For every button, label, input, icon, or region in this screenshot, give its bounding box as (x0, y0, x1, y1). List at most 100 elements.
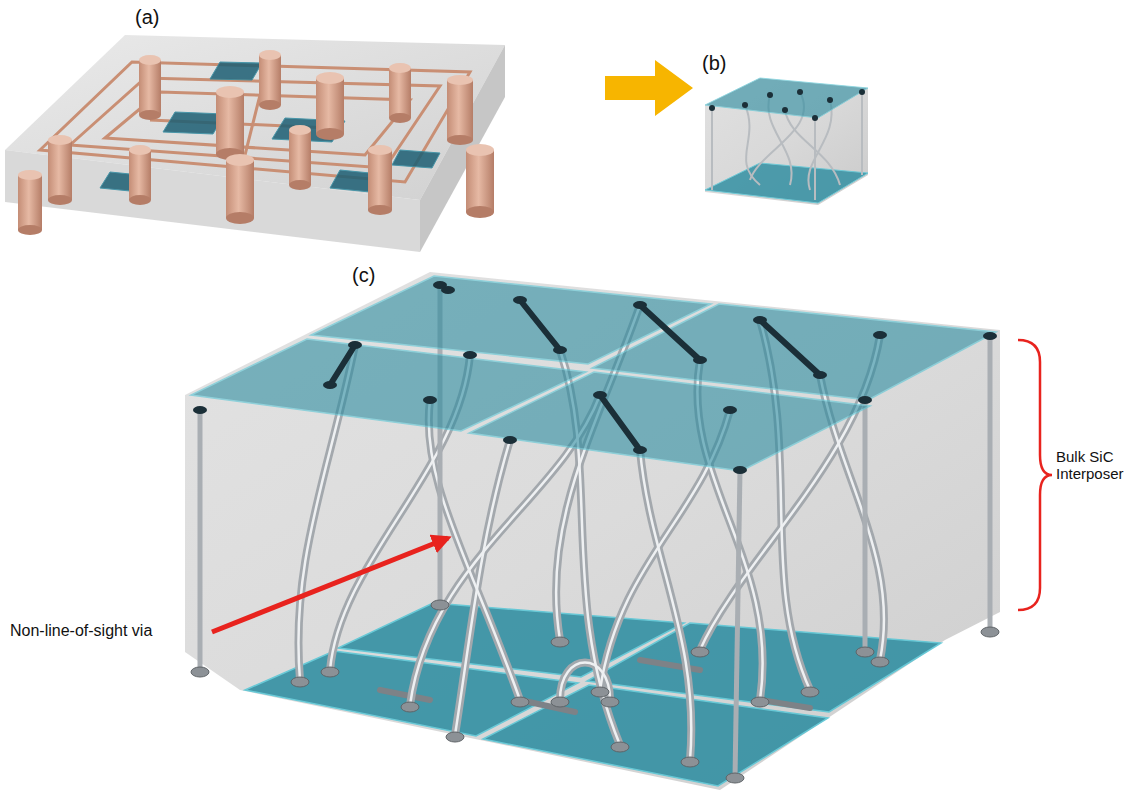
copper-pillar (389, 113, 411, 123)
copper-trace (70, 78, 440, 168)
bottom-plate (483, 685, 828, 786)
panel-label: (b) (702, 52, 726, 75)
bottom-pad (191, 667, 209, 677)
top-trace (330, 300, 820, 450)
copper-pillar (226, 160, 254, 218)
interposer-cube-b (705, 78, 868, 118)
top-trace (760, 320, 820, 375)
bottom-pad (446, 732, 464, 742)
copper-pillar (226, 154, 254, 166)
callout-label: Non-line-of-sight via (8, 622, 154, 640)
copper-pillar (139, 55, 161, 120)
copper-pillar (389, 68, 411, 118)
panel-label: (a) (135, 6, 159, 29)
copper-pillar (129, 195, 151, 205)
copper-pillar (289, 125, 311, 135)
interposer-cube-b (767, 92, 773, 98)
interposer-cube-b (705, 78, 868, 205)
top-pad (873, 331, 887, 339)
top-pad (423, 396, 437, 404)
copper-pillar (289, 130, 311, 185)
top-pad (813, 371, 827, 379)
sic-bulk (185, 272, 1000, 790)
copper-pillar (139, 60, 161, 115)
interposer-cube-b (709, 105, 715, 111)
copper-pillar (389, 63, 411, 73)
top-pad (858, 396, 872, 404)
bottom-pad (801, 687, 819, 697)
transition-arrow (605, 60, 693, 116)
copper-pillar (139, 55, 161, 65)
copper-pillar (316, 72, 344, 140)
copper-pillar (18, 170, 42, 235)
copper-pillar (447, 135, 473, 145)
top-pad (983, 332, 997, 340)
interposer-cube-b (709, 89, 865, 121)
bottom-pad (751, 697, 769, 707)
straight-via (198, 410, 203, 672)
bottom-pad (856, 647, 874, 657)
top-trace (640, 305, 700, 360)
copper-pillar (289, 180, 311, 190)
copper-pillar (48, 135, 72, 145)
copper-pillar (447, 75, 473, 145)
top-pad (693, 356, 707, 364)
interposer-cube-b (745, 105, 760, 185)
copper-pillar (447, 80, 473, 140)
copper-pillar (447, 75, 473, 85)
copper-pillar (316, 78, 344, 134)
bottom-pad (511, 697, 529, 707)
copper-trace (40, 62, 470, 182)
copper-pillar (259, 55, 281, 105)
top-pad (723, 406, 737, 414)
bottom-pad (591, 687, 609, 697)
top-pad (433, 281, 447, 289)
copper-pillar (259, 50, 281, 60)
top-plate (191, 276, 996, 471)
bottom-pad (726, 773, 744, 783)
bracket-label: Bulk SiC Interposer (1054, 448, 1140, 483)
copper-pillar (216, 92, 244, 154)
bottom-pad (401, 702, 419, 712)
top-trace (330, 345, 355, 385)
top-pad (463, 351, 477, 359)
copper-pillar (259, 50, 281, 110)
copper-pillar (139, 110, 161, 120)
copper-pillar (216, 86, 244, 98)
straight-via (863, 400, 868, 652)
copper-pillar (316, 72, 344, 84)
copper-pillar (389, 63, 411, 123)
top-pad (503, 436, 517, 444)
copper-pillar (226, 154, 254, 224)
top-pad (633, 301, 647, 309)
top-pad (193, 406, 207, 414)
bottom-pad (551, 697, 569, 707)
top-pad (593, 391, 607, 399)
straight-via (735, 470, 740, 778)
interposer-cube-b (705, 163, 868, 203)
copper-pillar (18, 175, 42, 230)
copper-pillar (48, 135, 72, 205)
non-line-of-sight-via (640, 450, 691, 760)
bottom-pad (291, 677, 309, 687)
top-plate (469, 372, 870, 471)
copper-pillar (129, 145, 151, 205)
bottom-pad (691, 647, 709, 657)
bottom-pad (601, 697, 619, 707)
top-pad (733, 466, 747, 474)
interposer-cube-b (861, 92, 863, 175)
bottom-pad (611, 742, 629, 752)
copper-pillar (216, 86, 244, 160)
interposer-cube-b (797, 89, 803, 95)
copper-pillar (129, 150, 151, 200)
interposer-bracket (1018, 340, 1052, 610)
top-pad (513, 296, 527, 304)
sic-bulk (185, 272, 1000, 790)
copper-pillar (368, 145, 392, 155)
interposer-cube-b (705, 78, 868, 205)
substrate-slab-a (5, 35, 505, 252)
copper-pillar (48, 195, 72, 205)
copper-pillar (368, 150, 392, 210)
top-pad (193, 281, 997, 474)
